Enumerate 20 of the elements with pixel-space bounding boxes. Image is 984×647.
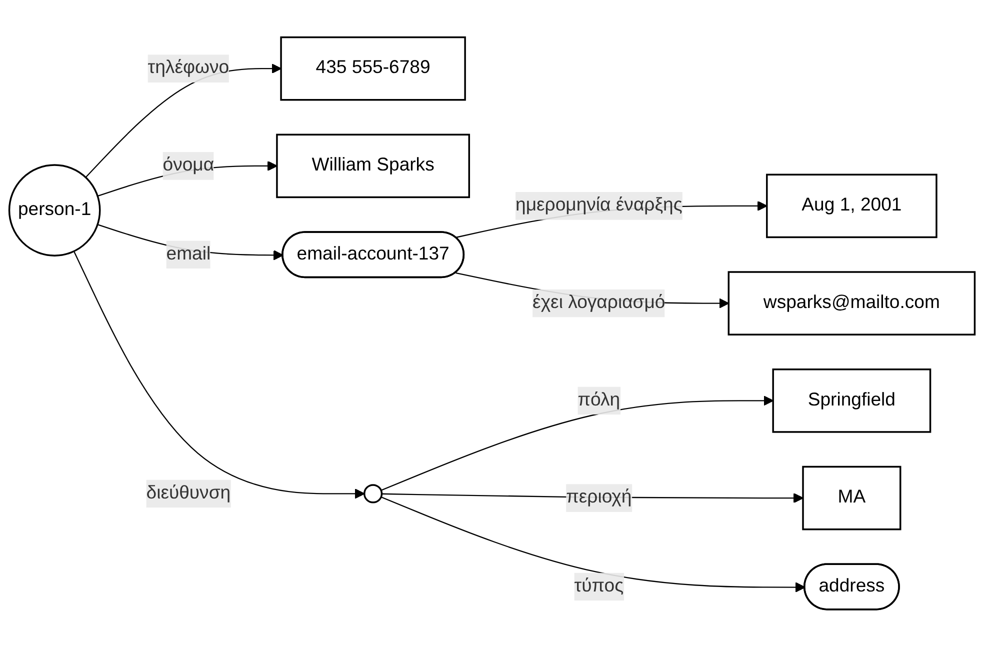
edge-label: ημερομηνία έναρξης — [516, 196, 682, 216]
edge-label: πόλη — [578, 390, 620, 410]
arrow — [73, 251, 365, 499]
node-box: MA — [802, 466, 902, 530]
edge-label: έχει λογαριασμό — [532, 293, 666, 313]
node-circle — [363, 484, 383, 504]
node-box: Springfield — [772, 368, 932, 434]
node-circle: person-1 — [8, 164, 101, 257]
node-box: William Sparks — [276, 134, 470, 198]
edge-label: περιοχή — [566, 488, 632, 508]
node-box: Aug 1, 2001 — [766, 174, 938, 238]
node-box: wsparks@mailto.com — [728, 271, 976, 336]
edge-label: όνομα — [162, 156, 214, 176]
edge-label: τηλέφωνο — [148, 58, 230, 78]
edge-label: email — [166, 244, 211, 264]
arrow — [380, 496, 806, 593]
arrow — [380, 396, 774, 492]
edge-label: τύπος — [574, 576, 624, 596]
node-box: 435 555-6789 — [280, 36, 466, 101]
edge-label: διεύθυνση — [146, 483, 231, 504]
